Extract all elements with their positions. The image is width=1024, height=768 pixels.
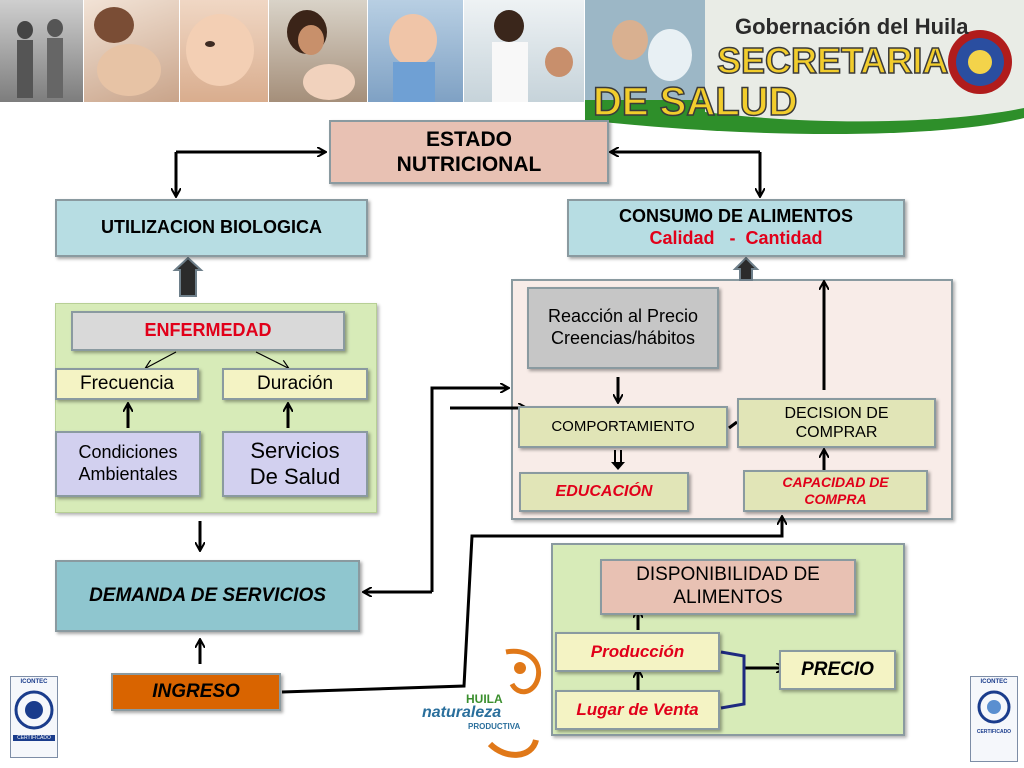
reaccion-precio-box: Reacción al Precio Creencias/hábitos [527, 287, 719, 369]
toddler-image [389, 14, 437, 102]
header-photo-2 [84, 0, 179, 102]
icontec-logo-right-label: CERTIFICADO [976, 729, 1012, 735]
huila-subtitle-text: naturaleza [422, 704, 502, 721]
header-photo-4 [269, 0, 367, 102]
huila-subtitle2-text: PRODUCTIVA [468, 722, 521, 731]
icontec-logo-left: ICONTEC CERTIFICADO [10, 676, 58, 758]
ingreso-box: INGRESO [111, 673, 281, 711]
disponibilidad-alimentos-box: DISPONIBILIDAD DE ALIMENTOS [600, 559, 856, 615]
banner-graphic [585, 0, 1024, 135]
block-arrow-consumo [732, 256, 760, 281]
huila-brand-text: HUILA [466, 692, 503, 706]
capacidad-compra-box: CAPACIDAD DE COMPRA [743, 470, 928, 512]
produccion-box: Producción [555, 632, 720, 672]
monkey-emblem-icon [487, 648, 542, 758]
breastfeeding-baby-image [186, 14, 254, 86]
banner-line2: SECRETARIA [716, 39, 949, 82]
lugar-venta-box: Lugar de Venta [555, 690, 720, 730]
huila-naturaleza-logo: HUILA naturaleza PRODUCTIVA [420, 648, 550, 764]
icontec-seal-icon [14, 690, 54, 730]
block-arrow-utilizacion [172, 256, 204, 297]
icontec-seal-icon [977, 690, 1011, 724]
icontec-logo-right: ICONTEC CERTIFICADO [970, 676, 1018, 762]
duracion-box: Duración [222, 368, 368, 400]
condiciones-ambientales-box: Condiciones Ambientales [55, 431, 201, 497]
banner-line3: DE SALUD [592, 79, 798, 125]
enfermedad-branch-arrows [146, 351, 288, 368]
demanda-servicios-box: DEMANDA DE SERVICIOS [55, 560, 360, 632]
banner-line1: Gobernación del Huila [735, 14, 969, 39]
frecuencia-box: Frecuencia [55, 368, 199, 400]
icontec-logo-left-title: ICONTEC [20, 679, 48, 685]
main-arrows [128, 152, 824, 694]
pregnant-woman-image [94, 7, 161, 96]
mother-baby-image [287, 10, 355, 100]
header-photo-3 [180, 0, 268, 102]
walking-couple-image [17, 19, 63, 98]
consumo-title: CONSUMO DE ALIMENTOS [618, 206, 853, 227]
educacion-box: EDUCACIÓN [519, 472, 689, 512]
icontec-logo-right-title: ICONTEC [980, 679, 1008, 685]
comportamiento-box: COMPORTAMIENTO [518, 406, 728, 448]
header-photo-1 [0, 0, 83, 102]
header-photo-5 [368, 0, 463, 102]
secretaria-banner: Gobernación del Huila SECRETARIA DE SALU… [585, 0, 1024, 135]
utilizacion-biologica-box: UTILIZACION BIOLOGICA [55, 199, 368, 257]
enfermedad-box: ENFERMEDAD [71, 311, 345, 351]
precio-bracket [720, 650, 746, 710]
consumo-subtitle: Calidad - Cantidad [649, 228, 823, 248]
estado-nutricional-box: ESTADO NUTRICIONAL [329, 120, 609, 184]
nurse-child-image [492, 10, 573, 102]
double-arrow-educacion [611, 450, 625, 470]
precio-box: PRECIO [779, 650, 896, 690]
icontec-logo-left-label: CERTIFICADO [13, 735, 55, 741]
header-photo-6 [464, 0, 584, 102]
servicios-salud-box: Servicios De Salud [222, 431, 368, 497]
decision-comprar-box: DECISION DE COMPRAR [737, 398, 936, 448]
consumo-alimentos-box: CONSUMO DE ALIMENTOS Calidad - Cantidad [567, 199, 905, 257]
